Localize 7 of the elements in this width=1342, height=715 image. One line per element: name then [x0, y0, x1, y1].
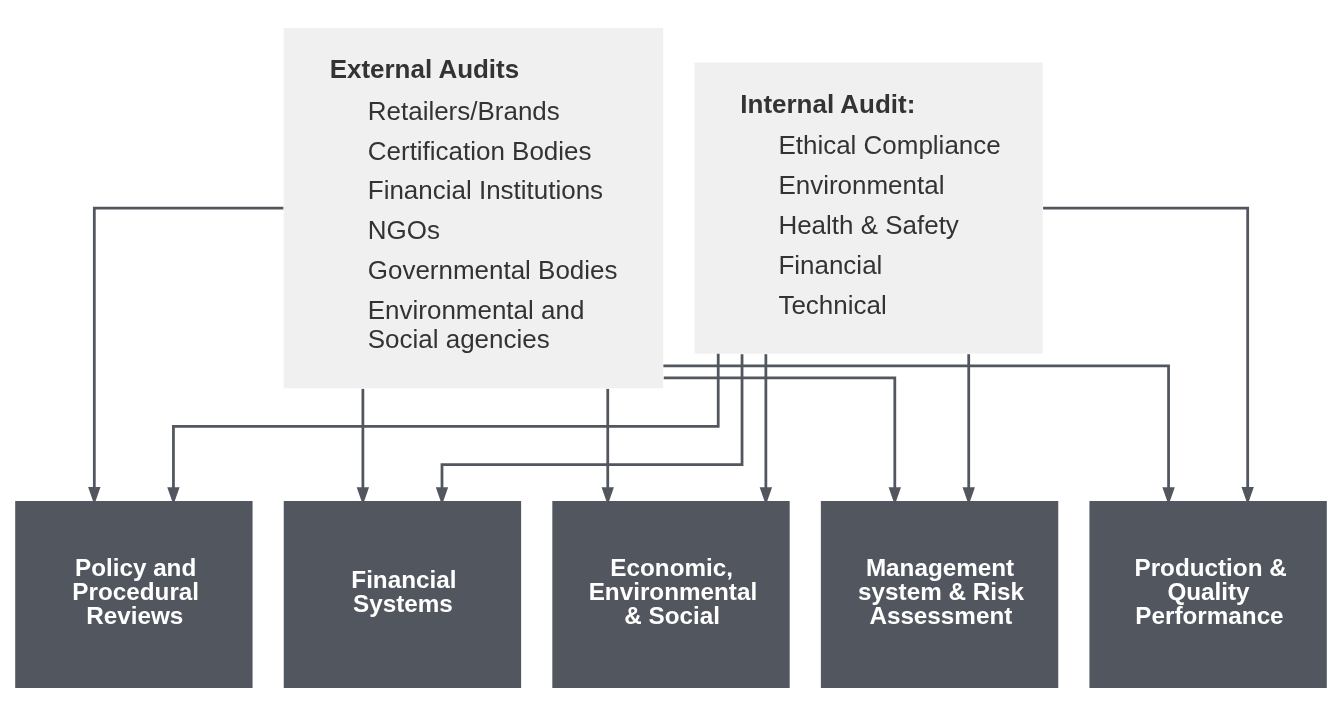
node-box: Internal Audit: Ethical Compliance Environmental Health & Safety Financial Technical: [694, 62, 1043, 354]
node-box: Management system & Risk Assessment: [820, 500, 1059, 688]
node-box: Economic, Environmental & Social: [552, 500, 790, 688]
node-box: Policy and Procedural Reviews: [15, 500, 253, 688]
node-box: Production & Quality Performance: [1089, 500, 1327, 688]
node-box: External Audits Retailers/Brands Certification Bodies Financial Institutions NGOs Governmental Bodies Environmental and Social agencies: [283, 27, 664, 388]
node-box: Financial Systems: [283, 500, 522, 688]
